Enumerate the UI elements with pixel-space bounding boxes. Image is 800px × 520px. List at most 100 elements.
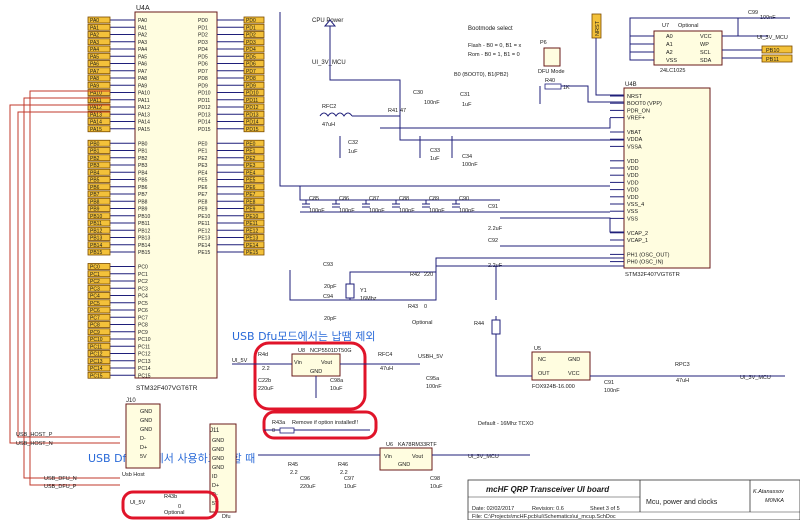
- port-pe9: [243, 205, 265, 212]
- port-pc2: [87, 277, 111, 285]
- c96-ref: C96: [300, 476, 310, 482]
- port-pd11: [243, 96, 265, 104]
- u4b-pin-22: PH1 (OSC_OUT): [627, 252, 670, 258]
- pin-pa13: PA13: [138, 112, 150, 118]
- port-label-pc7: PC7: [90, 315, 100, 321]
- r46-ref: R46: [338, 462, 348, 468]
- r43b-ref: R43b: [164, 494, 177, 500]
- pin-pe6: PE6: [198, 185, 208, 191]
- pin-pa14: PA14: [138, 120, 150, 126]
- port-label-pd4: PD4: [246, 47, 256, 53]
- y1-ref: Y1: [360, 288, 367, 294]
- port-pb8: [87, 197, 111, 205]
- pin-pe10: PE10: [198, 214, 210, 220]
- r46-value: 2.2: [340, 470, 348, 476]
- port-pc1: [87, 270, 111, 278]
- port-pb7: [87, 190, 111, 198]
- port-pb3: [87, 161, 111, 169]
- rfc4-value: 47uH: [380, 366, 393, 372]
- pin-pc0: PC0: [138, 265, 148, 271]
- port-pd3: [243, 38, 265, 46]
- pin-pe0: PE0: [198, 141, 208, 147]
- j10-pin-0: GND: [140, 409, 152, 415]
- port-label-pd14: PD14: [246, 120, 259, 126]
- c89-value: 100nF: [429, 208, 445, 214]
- c95a-ref: C95a: [426, 376, 440, 382]
- port-pd1: [243, 23, 265, 31]
- port-label-pa8: PA8: [90, 76, 99, 82]
- port-pb4: [87, 168, 111, 176]
- pin-pa8: PA8: [138, 76, 147, 82]
- port-pc11: [87, 342, 111, 350]
- pin-pc5: PC5: [138, 301, 148, 307]
- port-label-pa7: PA7: [90, 69, 99, 75]
- annotation-top: USB Dfu모드에서는 납땜 제외: [232, 330, 375, 343]
- c88-value: 100nF: [399, 208, 415, 214]
- j11-pin-5: D+: [212, 483, 219, 489]
- pin-pb3: PB3: [138, 163, 148, 169]
- port-pb5: [87, 176, 111, 183]
- j11-ref: J11: [210, 428, 220, 434]
- port-pb15: [87, 248, 111, 256]
- pin-pc6: PC6: [138, 308, 148, 314]
- pin-pd13: PD13: [198, 112, 211, 118]
- r43a-value: 0: [272, 428, 275, 434]
- pin-pa1: PA1: [138, 25, 147, 31]
- pin-pc14: PC14: [138, 366, 151, 372]
- port-pc13: [87, 357, 111, 365]
- j11-pin-2: GND: [212, 456, 224, 462]
- r4d-ref: R4d: [258, 352, 268, 358]
- pb11-port: PB11: [766, 57, 779, 63]
- port-pe2: [243, 154, 265, 162]
- port-pb10: [87, 212, 111, 220]
- r41-value: 47: [400, 108, 406, 114]
- pin-pe3: PE3: [198, 163, 208, 169]
- j10-pin-3: D-: [140, 436, 146, 442]
- port-pa14: [87, 118, 111, 125]
- cpu-power-net: UI_3V_MCU: [312, 60, 346, 66]
- j10-pin-1: GND: [140, 418, 152, 424]
- port-label-pc8: PC8: [90, 323, 100, 329]
- port-pd14: [243, 118, 265, 125]
- port-label-pa2: PA2: [90, 33, 99, 39]
- port-pe13: [243, 234, 265, 241]
- wire-pa9: [29, 90, 120, 486]
- pin-pc10: PC10: [138, 337, 151, 343]
- r40-ref: R40: [545, 78, 555, 84]
- port-label-pc1: PC1: [90, 272, 100, 278]
- pin-pa5: PA5: [138, 54, 147, 60]
- pin-pe12: PE12: [198, 228, 210, 234]
- port-pe4: [243, 168, 265, 176]
- c30-value: 100nF: [424, 100, 440, 106]
- u4b-pin-20: VCAP_1: [627, 238, 648, 244]
- port-label-pd5: PD5: [246, 54, 256, 60]
- highlight-u8: [253, 341, 367, 411]
- pin-pb6: PB6: [138, 185, 148, 191]
- rfc4-ref: RFC4: [378, 352, 392, 358]
- port-pa5: [87, 52, 111, 60]
- j10-ref: J10: [126, 398, 136, 404]
- tcxo-default: Default - 16Mhz TCXO: [478, 421, 534, 427]
- port-label-pd7: PD7: [246, 69, 256, 75]
- port-label-pb15: PB15: [90, 250, 102, 256]
- port-label-pe5: PE5: [246, 178, 256, 184]
- c93-value: 20pF: [324, 284, 337, 290]
- port-pc7: [87, 313, 111, 321]
- bootmode-line3: B0 (BOOT0), B1(PB2): [454, 72, 509, 78]
- c89-ref: C89: [429, 196, 439, 202]
- u4b-pin-12: VDD: [627, 180, 639, 186]
- u8-gnd: GND: [310, 369, 322, 375]
- u7-pin-l-0: A0: [666, 34, 673, 40]
- pin-pe9: PE9: [198, 207, 208, 213]
- c88-ref: C88: [399, 196, 409, 202]
- port-label-pb4: PB4: [90, 170, 100, 176]
- pin-pd15: PD15: [198, 127, 211, 133]
- pin-pa10: PA10: [138, 91, 150, 97]
- wire-pa12: [17, 111, 120, 438]
- u5-net: UI_3V_MCU: [740, 375, 771, 381]
- port-pe12: [243, 226, 265, 234]
- port-label-pe10: PE10: [246, 214, 258, 220]
- rfc2-value: 47uH: [322, 122, 335, 128]
